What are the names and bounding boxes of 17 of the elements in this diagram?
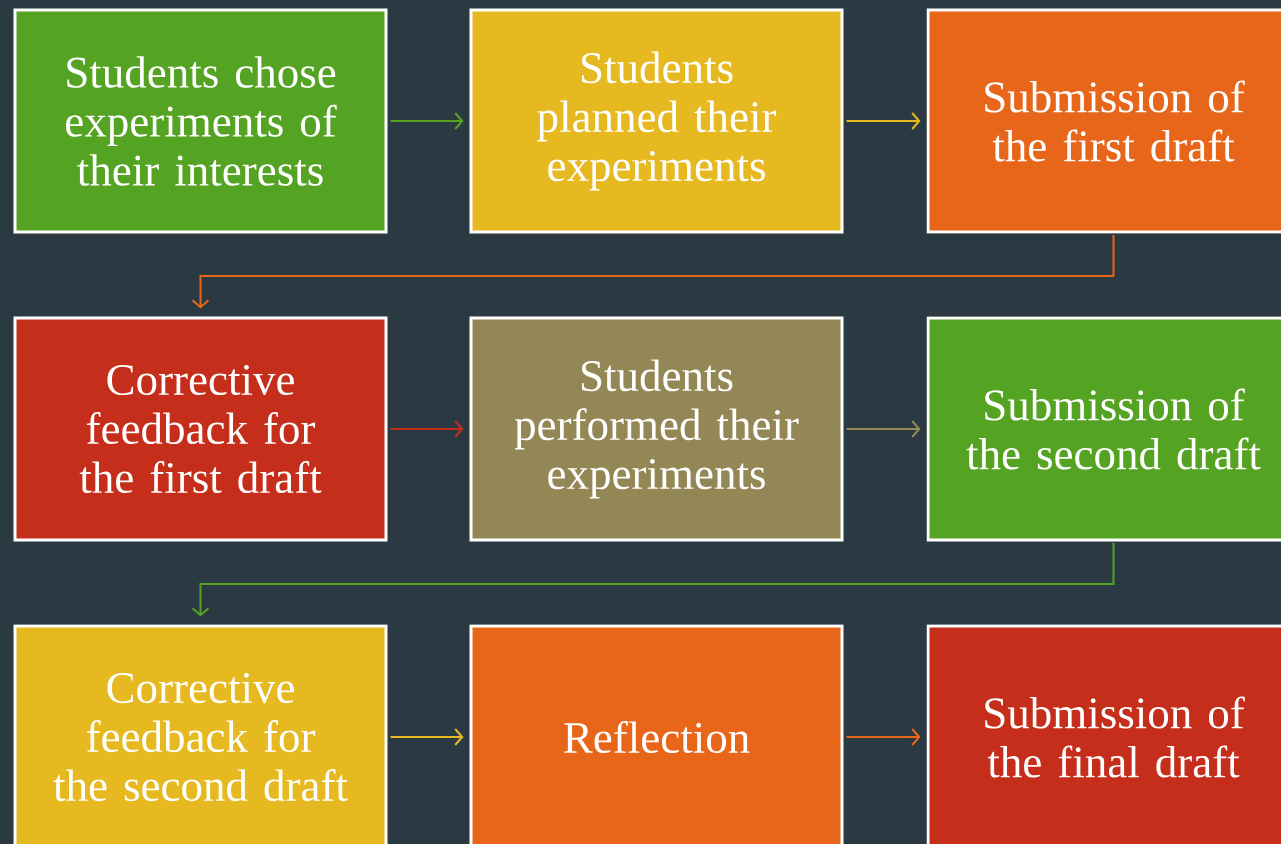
process-box: Corrective feedback for the second draft [13,624,388,844]
arrow [191,234,1115,309]
process-box: Submission of the second draft [926,316,1281,542]
process-box: Students chose experiments of their interests [13,8,388,234]
process-box: Students performed their experiments [469,316,844,542]
process-box: Reflection [469,624,844,844]
process-box: Students planned their experiments [469,8,844,234]
arrow [389,112,464,130]
arrow [389,728,464,746]
arrow [389,420,464,438]
arrow [845,728,921,746]
arrow [845,112,921,130]
process-box: Corrective feedback for the first draft [13,316,388,542]
process-box: Submission of the first draft [926,8,1281,234]
arrow [191,542,1115,617]
arrow [845,420,921,438]
process-box: Submission of the final draft [926,624,1281,844]
